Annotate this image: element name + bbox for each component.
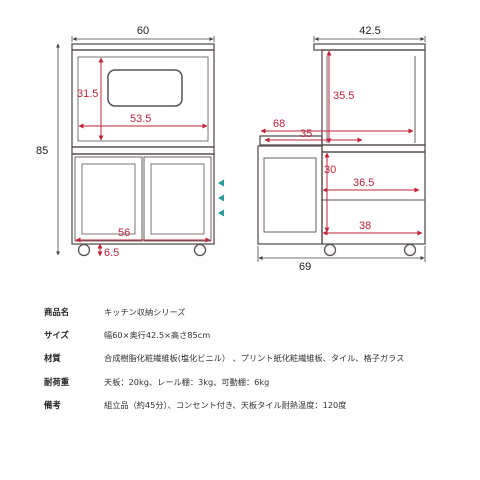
dim-side-depth: 42.5 — [359, 25, 380, 37]
dim-window-width: 53.5 — [130, 113, 151, 125]
front-view — [71, 43, 215, 245]
front-top-plate — [71, 43, 215, 51]
front-right-door — [143, 156, 212, 242]
front-left-door-glass — [81, 163, 136, 235]
dim-lower-depth: 36.5 — [353, 177, 374, 189]
dim-lower-gap: 30 — [324, 164, 336, 176]
spec-value: 幅60×奥行42.5×高さ85cm — [104, 330, 211, 341]
arrow-left-icon — [218, 209, 224, 217]
arrow-left-icon — [218, 179, 224, 187]
spec-label: 備考 — [44, 399, 61, 410]
front-casters — [77, 243, 207, 257]
side-top-plate — [313, 43, 426, 51]
spec-row: 備考 組立品（約45分）、コンセント付き、天板タイル耐熱温度：120度 — [44, 399, 464, 422]
slide-arrows — [218, 179, 224, 217]
side-lower-cabinet — [321, 151, 426, 245]
side-view — [257, 43, 426, 245]
front-right-door-glass — [150, 163, 205, 235]
dim-bottom-depth: 38 — [359, 220, 371, 232]
dim-caster-height: 6.5 — [104, 247, 119, 259]
dim-front-height: 85 — [36, 145, 48, 157]
spec-value: キッチン収納シリーズ — [104, 307, 186, 317]
spec-row: 材質 合成樹脂化粧繊維板(塩化ビニル） 、プリント紙化粧繊維板、タイル、格子ガラス — [44, 352, 464, 375]
front-middle-band — [71, 146, 215, 155]
front-lower-cabinet — [71, 153, 215, 245]
side-middle-band — [321, 144, 426, 153]
spec-row: 商品名 キッチン収納シリーズ — [44, 306, 464, 329]
spec-label: 商品名 — [44, 307, 70, 317]
spec-label: 材質 — [44, 353, 61, 364]
spec-value: 組立品（約45分）、コンセント付き、天板タイル耐熱温度：120度 — [104, 399, 347, 410]
dim-upper-height: 35.5 — [333, 90, 354, 102]
side-casters — [323, 243, 417, 257]
spec-row: サイズ 幅60×奥行42.5×高さ85cm — [44, 329, 464, 352]
dim-window-height: 31.5 — [77, 88, 98, 100]
side-slide-drawer — [257, 145, 323, 245]
side-caster-drawer — [323, 243, 337, 257]
arrow-left-icon — [218, 194, 224, 202]
spec-label: 耐荷重 — [44, 376, 70, 387]
dim-front-width: 60 — [137, 25, 149, 37]
side-dimensions: 42.5 35.5 68 35 30 36.5 38 69 — [257, 25, 426, 273]
spec-value: 天板：20kg、レール棚：3kg、可動棚：6kg — [104, 376, 270, 387]
front-left-door — [74, 156, 143, 242]
dim-rail-depth: 35 — [300, 128, 312, 140]
front-window — [107, 69, 183, 107]
front-dimensions: 60 85 31.5 53.5 56 6.5 — [36, 25, 215, 259]
front-upper-inner — [77, 56, 209, 142]
spec-table: 商品名 キッチン収納シリーズサイズ 幅60×奥行42.5×高さ85cm 材質 合成樹脂化… — [44, 306, 464, 422]
dim-base-depth: 69 — [299, 261, 311, 273]
front-caster-right — [193, 243, 207, 257]
spec-value: 合成樹脂化粧繊維板(塩化ビニル） 、プリント紙化粧繊維板、タイル、格子ガラス — [104, 353, 405, 364]
dim-inner-width: 56 — [118, 227, 130, 239]
side-caster-back — [403, 243, 417, 257]
spec-row: 耐荷重 天板：20kg、レール棚：3kg、可動棚：6kg — [44, 376, 464, 399]
side-slide-drawer-inner — [263, 157, 317, 233]
spec-label: サイズ — [44, 330, 69, 341]
furniture-dimension-diagram: 60 85 31.5 53.5 56 6.5 — [36, 25, 426, 273]
front-caster-left — [77, 243, 91, 257]
dim-rail-extended: 68 — [273, 118, 285, 130]
